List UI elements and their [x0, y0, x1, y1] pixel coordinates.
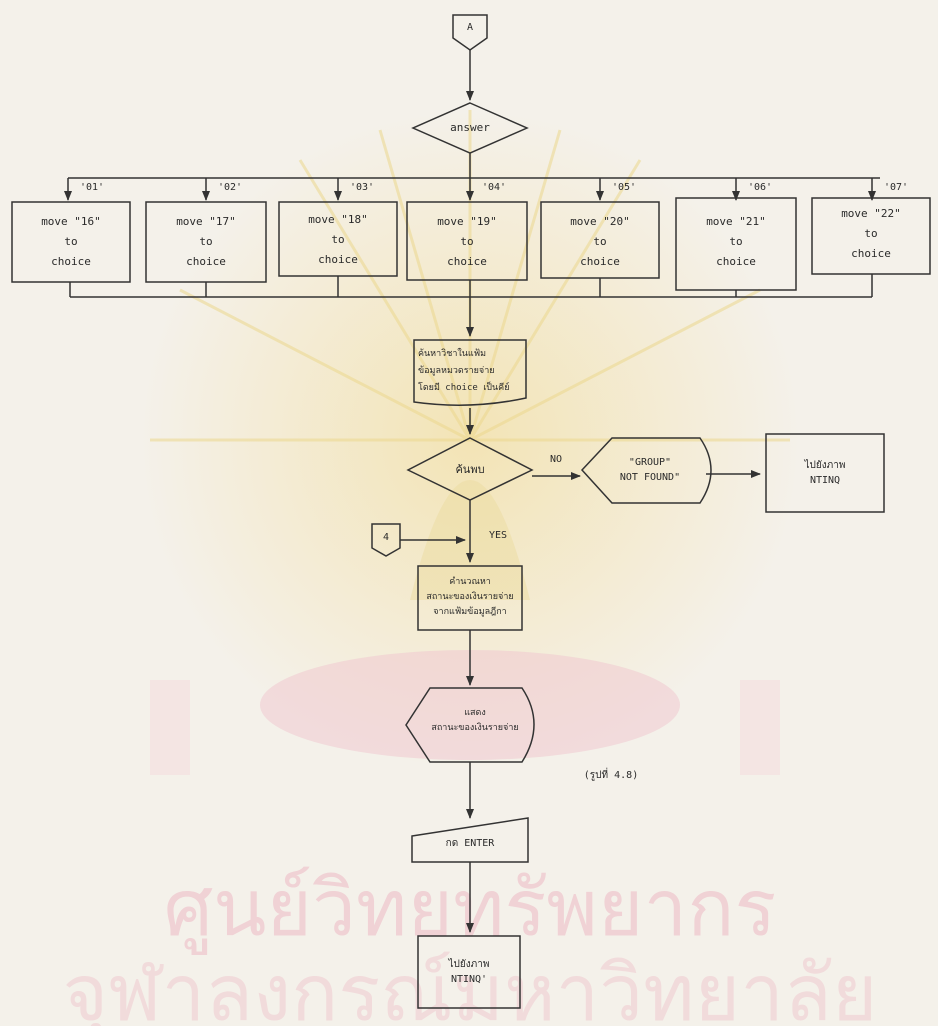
display-step — [405, 687, 535, 763]
display-step-label: แสดงสถานะของเงินรายจ่าย — [431, 708, 519, 733]
not-found-label: "GROUP"NOT FOUND" — [619, 457, 681, 483]
branch-code-5: '05' — [611, 182, 637, 193]
yes-label: YES — [488, 530, 508, 541]
search-step-label: ค้นหาวิชาในแฟ้มข้อมูลหมวดรายจ่ายโดยมี ch… — [418, 349, 510, 393]
offpage-connector-a — [452, 14, 488, 51]
goto-ntinq-box-1 — [765, 433, 885, 513]
search-file-step — [413, 339, 527, 406]
offpage-connector-4 — [371, 523, 401, 557]
not-found-display — [580, 437, 712, 504]
manual-input-step — [411, 817, 529, 863]
move-box-16 — [11, 201, 131, 283]
svg-text:จุฬาลงกรณ์มหาวิทยาลัย: จุฬาลงกรณ์มหาวิทยาลัย — [62, 949, 877, 1026]
found-label: ค้นพบ — [455, 463, 485, 476]
input-step-label: กด ENTER — [445, 838, 495, 849]
branch-code-2: '02' — [217, 182, 243, 193]
connector-a-label: A — [466, 22, 474, 33]
branch-code-6: '06' — [747, 182, 773, 193]
goto-ntinq-box-2 — [417, 935, 521, 1009]
branch-code-7: '07' — [883, 182, 909, 193]
connector-4-label: 4 — [382, 532, 390, 543]
move-box-19 — [406, 201, 528, 281]
branch-code-4: '04' — [481, 182, 507, 193]
answer-label: answer — [450, 121, 490, 134]
no-label: NO — [549, 454, 563, 465]
figure-ref: (รูปที่ 4.8) — [583, 770, 639, 781]
move-box-22 — [811, 197, 931, 275]
branch-code-1: '01' — [79, 182, 105, 193]
branch-code-3: '03' — [349, 182, 375, 193]
calc-step-label: คำนวณหาสถานะของเงินรายจ่ายจากแฟ้มข้อมูลฎ… — [426, 577, 514, 617]
